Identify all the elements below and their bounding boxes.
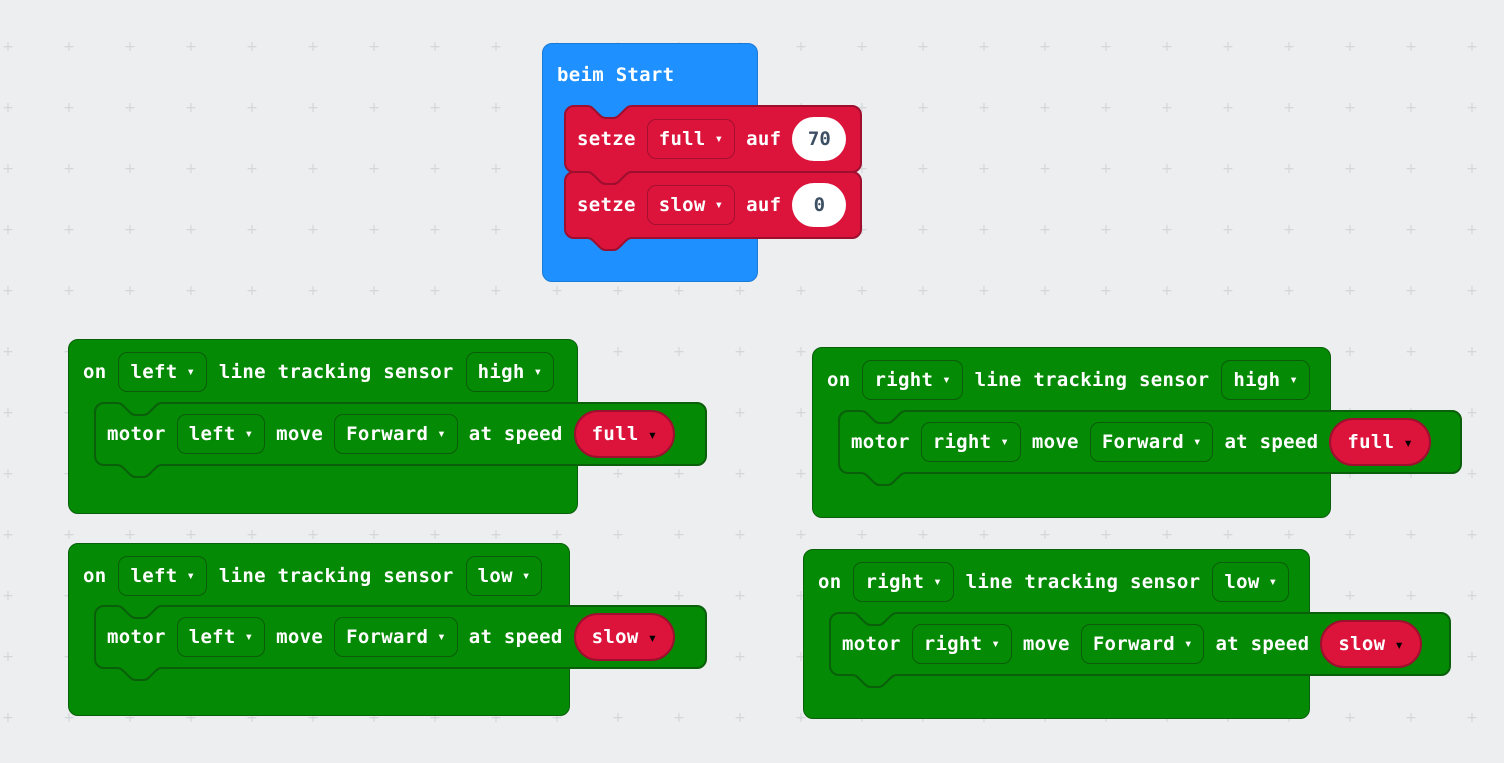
port-dropdown[interactable]: right ▾ xyxy=(853,562,954,602)
at-speed-label: at speed xyxy=(468,423,563,445)
sensor-label: line tracking sensor xyxy=(974,369,1210,391)
set-label: setze xyxy=(577,128,636,150)
chevron-down-icon: ▾ xyxy=(647,424,658,444)
port-value: right xyxy=(865,571,925,593)
move-label: move xyxy=(276,423,324,445)
motor-label: motor xyxy=(107,423,166,445)
direction-value: Forward xyxy=(1092,633,1175,655)
chevron-down-icon: ▾ xyxy=(1000,434,1009,450)
variable-dropdown[interactable]: slow ▾ xyxy=(646,185,736,225)
direction-value: Forward xyxy=(1101,431,1184,453)
state-dropdown[interactable]: high ▾ xyxy=(1221,360,1310,400)
chevron-down-icon: ▾ xyxy=(244,629,254,645)
sensor-label: line tracking sensor xyxy=(218,361,454,383)
port-value: right xyxy=(874,369,934,391)
chevron-down-icon: ▾ xyxy=(1268,574,1278,590)
chevron-down-icon: ▾ xyxy=(437,629,446,645)
motor-side-value: left xyxy=(188,423,236,445)
move-label: move xyxy=(1031,431,1079,453)
state-dropdown[interactable]: low ▾ xyxy=(1212,562,1290,602)
chevron-down-icon: ▾ xyxy=(991,636,1000,652)
motor-label: motor xyxy=(842,633,901,655)
state-value: low xyxy=(477,565,513,587)
port-dropdown[interactable]: left ▾ xyxy=(118,556,207,596)
at-speed-label: at speed xyxy=(468,626,563,648)
chevron-down-icon: ▾ xyxy=(933,574,942,590)
sensor-label: line tracking sensor xyxy=(965,571,1201,593)
state-value: low xyxy=(1224,571,1260,593)
state-value: high xyxy=(1233,369,1281,391)
chevron-down-icon: ▾ xyxy=(942,372,951,388)
chevron-down-icon: ▾ xyxy=(533,364,543,380)
at-speed-label: at speed xyxy=(1224,431,1319,453)
sensor-label: line tracking sensor xyxy=(218,565,454,587)
port-dropdown[interactable]: left ▾ xyxy=(118,352,207,392)
variable-name: slow xyxy=(658,194,706,216)
direction-dropdown[interactable]: Forward ▾ xyxy=(334,414,458,454)
chevron-down-icon: ▾ xyxy=(186,568,195,584)
speed-variable-oval[interactable]: slow ▾ xyxy=(573,613,676,661)
direction-dropdown[interactable]: Forward ▾ xyxy=(1080,624,1205,664)
motor-side-dropdown[interactable]: right ▾ xyxy=(920,422,1021,462)
speed-variable-name: slow xyxy=(1338,633,1386,655)
chevron-down-icon: ▾ xyxy=(1184,636,1193,652)
motor-move-block[interactable]: motor left ▾ move Forward ▾ at speed slo… xyxy=(94,605,707,681)
direction-dropdown[interactable]: Forward ▾ xyxy=(1089,422,1214,462)
direction-dropdown[interactable]: Forward ▾ xyxy=(334,617,458,657)
chevron-down-icon: ▾ xyxy=(647,627,658,647)
motor-move-block[interactable]: motor right ▾ move Forward ▾ at speed fu… xyxy=(838,410,1462,486)
port-dropdown[interactable]: right ▾ xyxy=(862,360,963,400)
chevron-down-icon: ▾ xyxy=(186,364,195,380)
motor-side-dropdown[interactable]: left ▾ xyxy=(176,617,266,657)
chevron-down-icon: ▾ xyxy=(1403,432,1413,452)
chevron-down-icon: ▾ xyxy=(714,197,724,213)
on-label: on xyxy=(83,361,107,383)
motor-label: motor xyxy=(851,431,910,453)
variable-dropdown[interactable]: full ▾ xyxy=(646,119,736,159)
number-input[interactable]: 70 xyxy=(792,117,847,161)
variable-name: full xyxy=(658,128,706,150)
speed-variable-name: full xyxy=(591,423,639,445)
move-label: move xyxy=(276,626,324,648)
motor-side-value: right xyxy=(923,633,983,655)
at-speed-label: at speed xyxy=(1215,633,1310,655)
motor-side-dropdown[interactable]: left ▾ xyxy=(176,414,266,454)
port-value: left xyxy=(130,565,178,587)
motor-move-block[interactable]: motor left ▾ move Forward ▾ at speed ful… xyxy=(94,402,707,478)
speed-variable-name: full xyxy=(1347,431,1395,453)
chevron-down-icon: ▾ xyxy=(714,131,724,147)
state-value: high xyxy=(477,361,525,383)
motor-label: motor xyxy=(107,626,166,648)
on-label: on xyxy=(827,369,851,391)
motor-side-dropdown[interactable]: right ▾ xyxy=(911,624,1012,664)
direction-value: Forward xyxy=(346,423,429,445)
chevron-down-icon: ▾ xyxy=(1289,372,1298,388)
set-variable-block[interactable]: setze full ▾ auf 70 xyxy=(564,105,862,185)
chevron-down-icon: ▾ xyxy=(521,568,531,584)
set-variable-block[interactable]: setze slow ▾ auf 0 xyxy=(564,171,862,251)
speed-variable-name: slow xyxy=(591,626,639,648)
to-label: auf xyxy=(746,194,782,216)
state-dropdown[interactable]: high ▾ xyxy=(465,352,555,392)
chevron-down-icon: ▾ xyxy=(1394,634,1404,654)
direction-value: Forward xyxy=(346,626,429,648)
move-label: move xyxy=(1022,633,1070,655)
to-label: auf xyxy=(746,128,782,150)
number-input[interactable]: 0 xyxy=(792,183,847,227)
on-label: on xyxy=(83,565,107,587)
chevron-down-icon: ▾ xyxy=(244,426,254,442)
state-dropdown[interactable]: low ▾ xyxy=(465,556,543,596)
on-start-title: beim Start xyxy=(557,64,675,86)
port-value: left xyxy=(130,361,178,383)
motor-side-value: left xyxy=(188,626,236,648)
speed-variable-oval[interactable]: slow ▾ xyxy=(1320,620,1422,668)
on-label: on xyxy=(818,571,842,593)
speed-variable-oval[interactable]: full ▾ xyxy=(573,410,676,458)
chevron-down-icon: ▾ xyxy=(437,426,446,442)
motor-side-value: right xyxy=(932,431,992,453)
set-label: setze xyxy=(577,194,636,216)
motor-move-block[interactable]: motor right ▾ move Forward ▾ at speed sl… xyxy=(829,612,1451,688)
speed-variable-oval[interactable]: full ▾ xyxy=(1329,418,1431,466)
chevron-down-icon: ▾ xyxy=(1193,434,1202,450)
